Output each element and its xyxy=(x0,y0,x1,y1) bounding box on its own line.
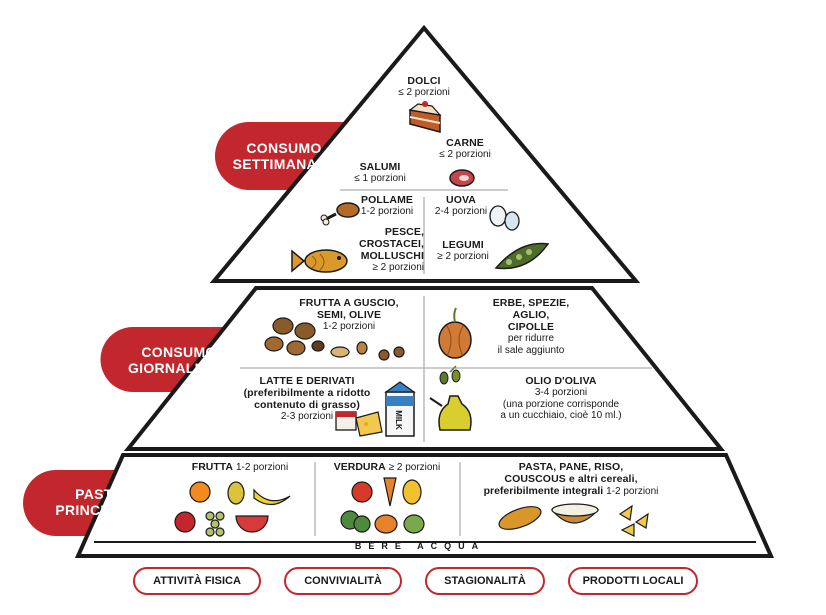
grains-icon xyxy=(498,503,649,537)
fruits-icon xyxy=(174,481,291,537)
pill-prodotti-locali[interactable]: PRODOTTI LOCALI xyxy=(568,567,698,595)
pill-stagionalita[interactable]: STAGIONALITÀ xyxy=(425,567,545,595)
olive-oil-icon xyxy=(429,365,472,431)
item-legumi: LEGUMI ≥ 2 porzioni xyxy=(437,239,489,263)
item-uova: UOVA 2-4 porzioni xyxy=(434,194,488,218)
item-pesce: PESCE, CROSTACEI, MOLLUSCHI ≥ 2 porzioni xyxy=(359,226,424,274)
item-frutta-a-guscio: FRUTTA A GUSCIO, SEMI, OLIVE 1-2 porzion… xyxy=(299,297,399,333)
item-dolci: DOLCI ≤ 2 porzioni xyxy=(398,75,450,99)
item-erbe-spezie: ERBE, SPEZIE, AGLIO, CIPOLLE per ridurre… xyxy=(492,297,570,356)
pea-pod-icon xyxy=(494,242,550,270)
vegetables-icon xyxy=(340,477,425,534)
pill-convivialita[interactable]: CONVIVIALITÀ xyxy=(284,567,402,595)
item-pollame: POLLAME 1-2 porzioni xyxy=(360,194,414,218)
item-carne: CARNE ≤ 2 porzioni xyxy=(439,137,491,161)
item-olio-oliva: OLIO D'OLIVA 3-4 porzioni (una porzione … xyxy=(500,375,622,422)
tag-consumo-settimanale: CONSUMO SETTIMANALE xyxy=(232,140,336,173)
item-salumi: SALUMI ≤ 1 porzioni xyxy=(354,161,406,185)
pill-attivita-fisica[interactable]: ATTIVITÀ FISICA xyxy=(133,567,261,595)
milk-carton-label: MILK xyxy=(394,410,403,430)
cake-icon xyxy=(408,101,442,133)
bere-acqua-label: BERE ACQUA xyxy=(354,541,486,551)
tag-consumo-giornaliero: CONSUMO GIORNALIERO xyxy=(127,344,231,377)
eggs-icon xyxy=(489,205,520,231)
dairy-icon: MILK xyxy=(335,381,416,437)
drumstick-icon xyxy=(320,202,360,226)
tier-weekly xyxy=(209,24,641,283)
item-latte-e-derivati: LATTE E DERIVATI (preferibilmente a rido… xyxy=(243,375,371,423)
item-pasta-pane-riso: PASTA, PANE, RISO, COUSCOUS e altri cere… xyxy=(483,461,659,498)
item-verdura: VERDURA ≥ 2 porzioni xyxy=(333,461,441,473)
onion-icon xyxy=(438,307,472,359)
steak-icon xyxy=(449,169,475,187)
fish-icon xyxy=(291,249,348,273)
item-frutta: FRUTTA 1-2 porzioni xyxy=(191,461,289,473)
nuts-icon xyxy=(264,317,405,361)
tag-pasti-principali: PASTI PRINCIPALI xyxy=(55,486,137,519)
